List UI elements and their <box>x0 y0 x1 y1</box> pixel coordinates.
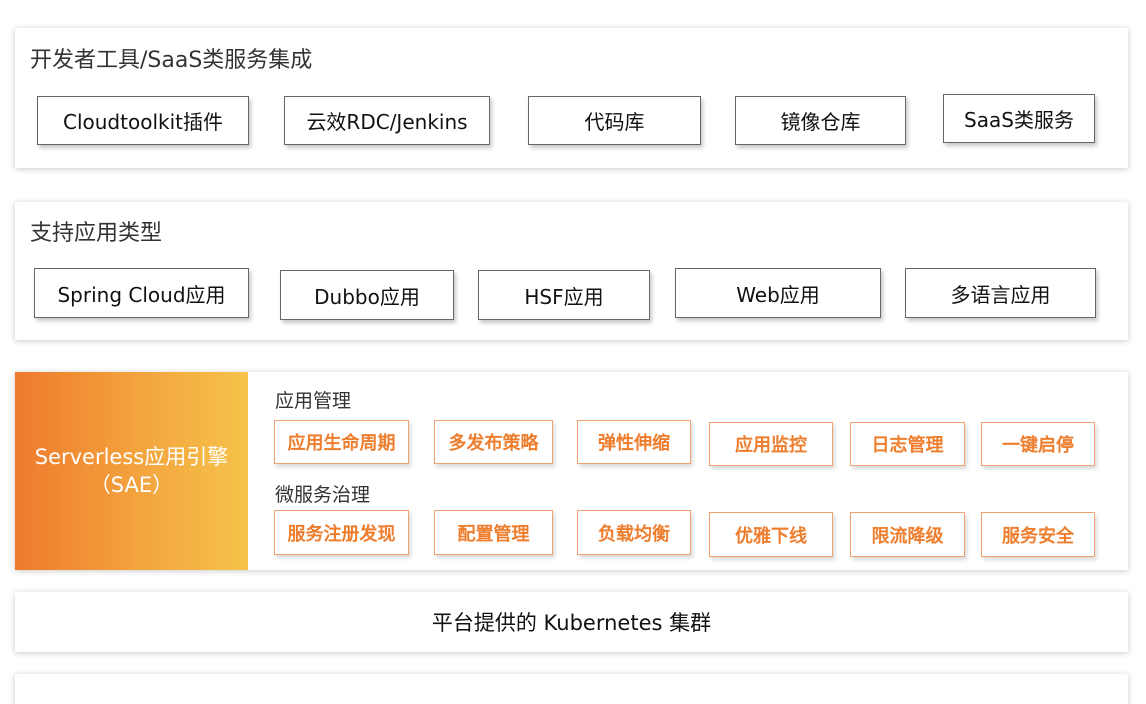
app-type-multi-language: 多语言应用 <box>905 268 1096 318</box>
engine-name: Serverless应用引擎 <box>34 444 229 469</box>
dev-tool-cloudtoolkit: Cloudtoolkit插件 <box>37 96 249 145</box>
micro-service-security: 服务安全 <box>981 512 1095 557</box>
micro-config-mgmt: 配置管理 <box>434 510 553 555</box>
micro-service-discovery: 服务注册发现 <box>274 510 409 555</box>
engine-label-block: Serverless应用引擎 （SAE） <box>15 372 248 570</box>
dev-tool-image-registry: 镜像仓库 <box>735 96 906 145</box>
app-mgmt-logging: 日志管理 <box>850 422 965 466</box>
app-mgmt-autoscaling: 弹性伸缩 <box>577 420 691 464</box>
app-type-hsf: HSF应用 <box>478 270 650 320</box>
micro-load-balancing: 负载均衡 <box>577 510 691 555</box>
dev-tool-rdc-jenkins: 云效RDC/Jenkins <box>284 96 490 145</box>
app-mgmt-lifecycle: 应用生命周期 <box>274 420 409 464</box>
app-mgmt-release-strategy: 多发布策略 <box>434 420 553 464</box>
engine-abbr: （SAE） <box>89 473 174 497</box>
app-type-dubbo: Dubbo应用 <box>280 270 454 320</box>
app-mgmt-monitoring: 应用监控 <box>709 422 833 466</box>
bottom-panel-partial <box>15 674 1128 704</box>
dev-tool-code-repo: 代码库 <box>528 96 701 145</box>
micro-rate-limiting: 限流降级 <box>850 512 965 557</box>
app-mgmt-one-click-start-stop: 一键启停 <box>981 422 1095 466</box>
dev-tools-title: 开发者工具/SaaS类服务集成 <box>30 48 313 73</box>
dev-tool-saas: SaaS类服务 <box>943 94 1095 143</box>
app-type-spring-cloud: Spring Cloud应用 <box>34 268 249 318</box>
app-mgmt-title: 应用管理 <box>275 390 352 412</box>
app-types-title: 支持应用类型 <box>30 221 163 246</box>
microservice-title: 微服务治理 <box>275 484 371 506</box>
micro-graceful-offline: 优雅下线 <box>709 512 833 557</box>
app-type-web: Web应用 <box>675 268 881 318</box>
platform-panel <box>15 592 1128 652</box>
platform-label: 平台提供的 Kubernetes 集群 <box>431 611 712 635</box>
